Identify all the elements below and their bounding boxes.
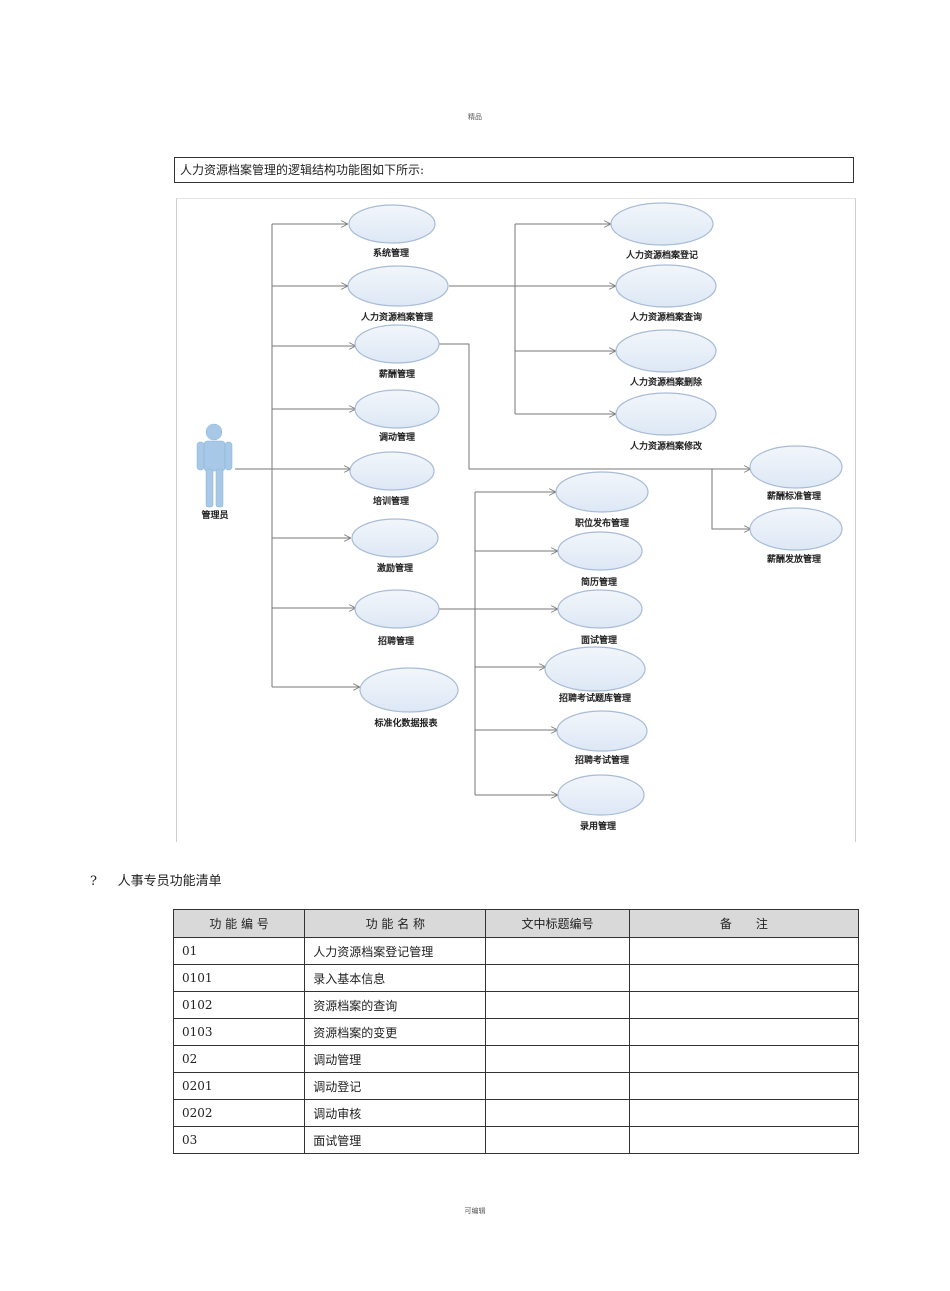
label-exam-management: 招聘考试管理 — [575, 754, 629, 766]
use-case-transfer-management — [354, 389, 440, 429]
section-heading: ? 人事专员功能清单 — [90, 874, 222, 889]
use-case-resume-management — [557, 531, 643, 571]
actor-label: 管理员 — [201, 509, 228, 521]
cell-code: 03 — [172, 1126, 306, 1154]
cell-section — [485, 1045, 630, 1073]
cell-section — [485, 937, 630, 965]
cell-code: 0102 — [172, 991, 306, 1019]
cell-section — [485, 1018, 630, 1046]
cell-code: 0202 — [172, 1099, 306, 1127]
use-case-standard-report — [359, 667, 459, 713]
use-case-archive-query — [615, 264, 717, 308]
label-salary-standard: 薪酬标准管理 — [767, 490, 821, 502]
header-remarks: 备 注 — [628, 909, 860, 938]
table-row: 0101 录入基本信息 — [172, 964, 860, 992]
use-case-archive-management — [347, 265, 449, 307]
table-row: 0202 调动审核 — [172, 1099, 860, 1127]
label-archive-register: 人力资源档案登记 — [625, 249, 698, 261]
function-list-table: 功 能 编 号 功 能 名 称 文中标题编号 备 注 01 人力资源档案登记管理… — [172, 909, 860, 1154]
cell-remarks — [628, 1072, 860, 1100]
cell-name: 调动审核 — [304, 1099, 487, 1127]
cell-name: 面试管理 — [304, 1126, 487, 1154]
cell-code: 0103 — [172, 1018, 306, 1046]
header-section-number: 文中标题编号 — [485, 909, 630, 938]
table-row: 0102 资源档案的查询 — [172, 991, 860, 1019]
label-salary-payment: 薪酬发放管理 — [767, 553, 821, 565]
cell-section — [485, 964, 630, 992]
header-mark: 精品 — [468, 113, 482, 121]
label-archive-management: 人力资源档案管理 — [360, 311, 433, 323]
label-resume-management: 简历管理 — [581, 576, 617, 588]
label-training-management: 培训管理 — [373, 495, 409, 507]
cell-section — [485, 1099, 630, 1127]
cell-name: 资源档案的变更 — [304, 1018, 487, 1046]
label-exam-bank-management: 招聘考试题库管理 — [559, 692, 631, 704]
cell-remarks — [628, 1126, 860, 1154]
cell-section — [485, 1072, 630, 1100]
use-case-exam-management — [556, 710, 648, 752]
label-transfer-management: 调动管理 — [379, 431, 415, 443]
cell-section — [485, 1126, 630, 1154]
cell-remarks — [628, 937, 860, 965]
cell-code: 0101 — [172, 964, 306, 992]
table-row: 01 人力资源档案登记管理 — [172, 937, 860, 965]
cell-code: 01 — [172, 937, 306, 965]
label-recruitment-management: 招聘管理 — [378, 635, 414, 647]
cell-section — [485, 991, 630, 1019]
footer-mark: 可编辑 — [464, 1207, 486, 1215]
actor-figure — [196, 423, 233, 508]
cell-name: 人力资源档案登记管理 — [304, 937, 487, 965]
use-case-salary-standard — [749, 445, 843, 489]
use-case-system-management — [348, 204, 436, 244]
label-hiring-management: 录用管理 — [580, 820, 616, 832]
use-case-recruitment-management — [354, 589, 440, 629]
diagram-caption: 人力资源档案管理的逻辑结构功能图如下所示: — [174, 157, 854, 183]
use-case-archive-modify — [615, 392, 717, 436]
label-job-posting: 职位发布管理 — [575, 517, 629, 529]
header-function-name: 功 能 名 称 — [304, 909, 487, 938]
label-interview-management: 面试管理 — [581, 634, 617, 646]
cell-name: 录入基本信息 — [304, 964, 487, 992]
cell-remarks — [628, 991, 860, 1019]
use-case-salary-payment — [749, 507, 843, 551]
label-archive-modify: 人力资源档案修改 — [629, 440, 703, 452]
use-case-archive-delete — [615, 329, 717, 373]
use-case-job-posting — [555, 471, 649, 513]
header-function-code: 功 能 编 号 — [172, 909, 306, 938]
cell-remarks — [628, 1045, 860, 1073]
cell-code: 02 — [172, 1045, 306, 1073]
table-row: 0103 资源档案的变更 — [172, 1018, 860, 1046]
use-case-diagram: 管理员 系统管理 人力资源档案管理 — [176, 198, 856, 842]
use-case-training-management — [349, 451, 435, 491]
cell-name: 调动管理 — [304, 1045, 487, 1073]
table-row: 02 调动管理 — [172, 1045, 860, 1073]
label-salary-management: 薪酬管理 — [379, 368, 415, 380]
use-case-incentive-management — [351, 518, 439, 558]
label-system-management: 系统管理 — [373, 247, 409, 259]
label-archive-delete: 人力资源档案删除 — [629, 376, 703, 388]
cell-name: 调动登记 — [304, 1072, 487, 1100]
table-row: 0201 调动登记 — [172, 1072, 860, 1100]
cell-remarks — [628, 1018, 860, 1046]
use-case-hiring-management — [557, 774, 645, 816]
use-case-archive-register — [610, 202, 714, 246]
cell-name: 资源档案的查询 — [304, 991, 487, 1019]
cell-remarks — [628, 964, 860, 992]
table-header-row: 功 能 编 号 功 能 名 称 文中标题编号 备 注 — [172, 909, 860, 938]
use-case-salary-management — [354, 324, 440, 364]
label-standard-report: 标准化数据报表 — [373, 717, 438, 729]
cell-remarks — [628, 1099, 860, 1127]
use-case-exam-bank-management — [544, 646, 646, 692]
label-archive-query: 人力资源档案查询 — [629, 311, 702, 323]
connector-lines — [235, 224, 750, 795]
use-case-interview-management — [557, 589, 643, 629]
label-incentive-management: 激励管理 — [377, 562, 413, 574]
table-row: 03 面试管理 — [172, 1126, 860, 1154]
cell-code: 0201 — [172, 1072, 306, 1100]
